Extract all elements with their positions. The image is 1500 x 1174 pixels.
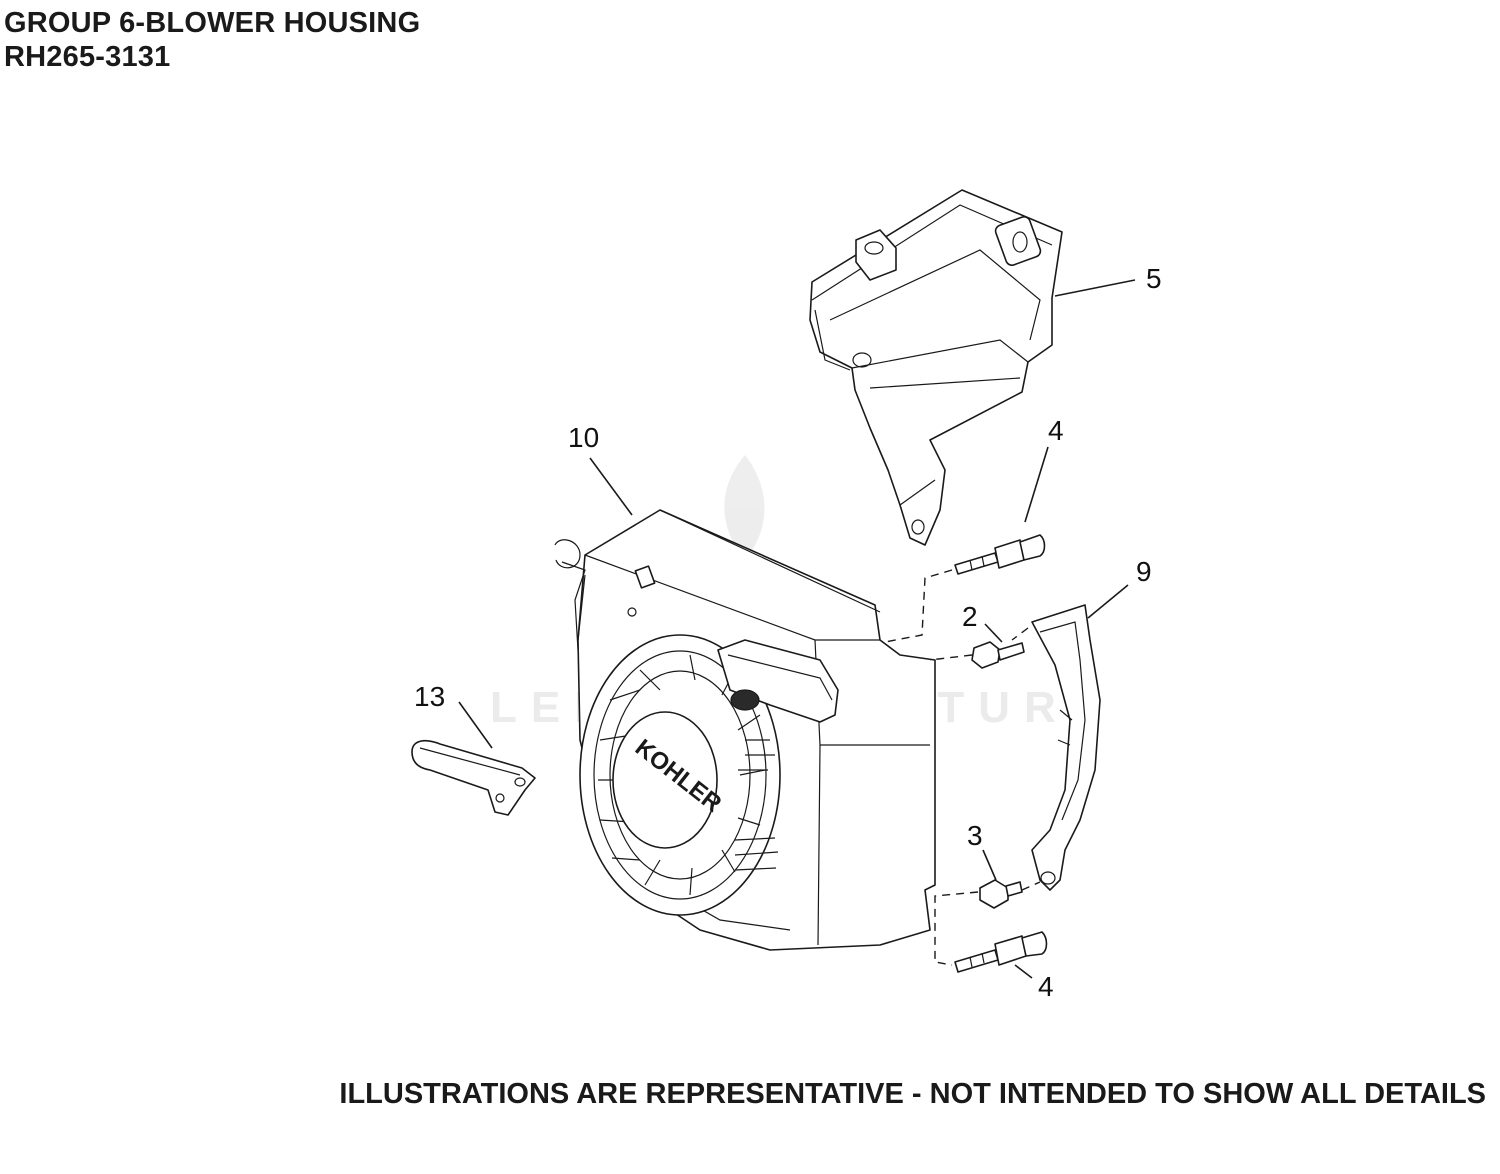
assembly-lines [884, 569, 1041, 966]
model-number: RH265-3131 [4, 41, 171, 73]
callout-2: 2 [962, 601, 978, 632]
callout-4-lower: 4 [1038, 971, 1054, 1002]
part-4-stud-upper [954, 534, 1046, 575]
callout-3: 3 [967, 820, 983, 851]
callout-4-upper: 4 [1048, 415, 1064, 446]
callout-13: 13 [414, 681, 445, 712]
callout-9: 9 [1136, 556, 1152, 587]
callout-5: 5 [1146, 263, 1162, 294]
part-4-stud-lower [954, 931, 1048, 973]
part-10-blower-housing: KOHLER [554, 509, 936, 951]
page-title: GROUP 6-BLOWER HOUSING [4, 7, 421, 39]
part-3-bolt [979, 879, 1023, 909]
title-block: GROUP 6-BLOWER HOUSING RH265-3131 [4, 6, 420, 74]
part-2-bolt [971, 641, 1025, 669]
disclaimer-note: ILLUSTRATIONS ARE REPRESENTATIVE - NOT I… [339, 1078, 1486, 1110]
part-9-side-baffle [1031, 604, 1101, 891]
leader-lines [458, 279, 1136, 979]
part-5-upper-baffle [809, 189, 1063, 546]
callout-10: 10 [568, 422, 599, 453]
part-13-bracket [411, 739, 536, 816]
callouts: 5 10 4 9 2 13 3 4 [414, 263, 1162, 1002]
